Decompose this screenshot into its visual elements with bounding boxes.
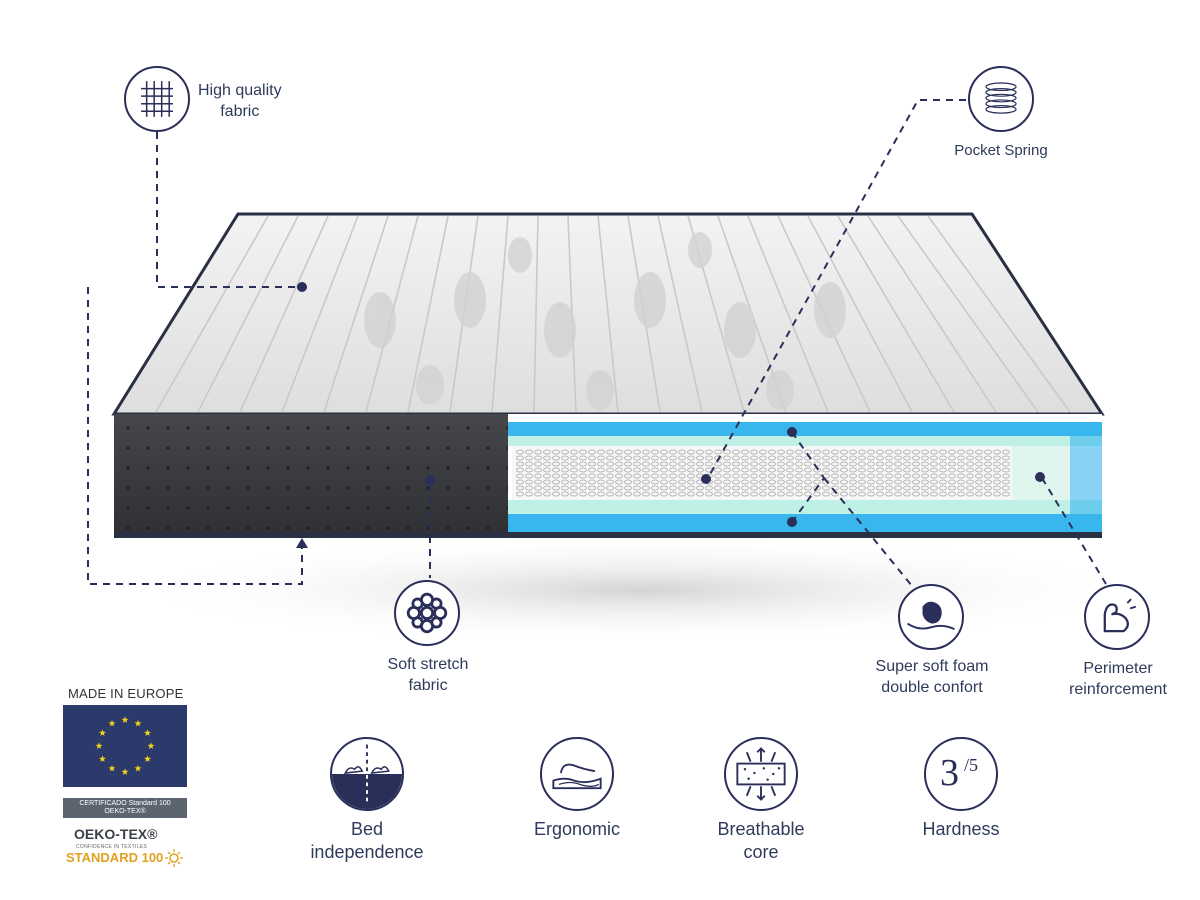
pocket-springs — [516, 449, 1010, 497]
eu-star-icon — [95, 742, 103, 749]
made-in-europe-label: MADE IN EUROPE — [68, 686, 184, 701]
label-pocket-spring: Pocket Spring — [954, 142, 1048, 159]
connector-lines — [87, 99, 1107, 587]
hand-press-icon — [898, 584, 964, 650]
ergonomic-icon — [540, 737, 614, 811]
eu-star-icon — [134, 719, 142, 727]
feature-hardness: Hardness — [922, 819, 1000, 839]
label-high-quality-fabric: High quality fabric — [198, 82, 282, 120]
eu-star-icon — [144, 729, 151, 736]
oeko-tex-logo: OEKO-TEX® — [74, 826, 158, 842]
label-super-soft-foam: Super soft foam double confort — [875, 658, 989, 696]
fabric-weave-icon — [124, 66, 190, 132]
eu-star-icon — [121, 716, 129, 723]
feature-breathable-core: Breathable core — [717, 819, 805, 862]
feature-ergonomic: Ergonomic — [533, 819, 621, 839]
sun-icon — [164, 848, 184, 868]
bed-independence-icon — [330, 737, 404, 811]
feature-bed-independence: Bed independence — [310, 819, 424, 862]
hardness-scale: /5 — [964, 755, 979, 775]
oeko-standard-text: STANDARD 100 — [66, 850, 164, 865]
eu-flag — [63, 705, 187, 787]
oeko-confidence-text: CONFIDENCE IN TEXTILES — [76, 844, 147, 850]
eu-star-icon — [147, 742, 155, 749]
eu-star-icon — [99, 755, 106, 762]
arrow-up-icon — [296, 538, 308, 548]
coil-spring-icon — [968, 66, 1034, 132]
damask-pattern — [364, 232, 846, 410]
mattress-shadow — [120, 535, 1160, 645]
label-soft-stretch-fabric: Soft stretch fabric — [387, 656, 469, 694]
breathable-core-icon — [724, 737, 798, 811]
muscle-arm-icon — [1084, 584, 1150, 650]
certificado-bar: CERTIFICADO Standard 100 OEKO-TEX® — [63, 798, 187, 818]
eu-star-icon — [144, 755, 151, 762]
eu-star-icon — [121, 768, 129, 775]
anchor-dots — [297, 282, 1045, 527]
eu-star-icon — [108, 719, 116, 727]
eu-star-icon — [134, 764, 142, 772]
eu-star-icon — [108, 764, 116, 772]
hardness-value: 3 — [940, 752, 959, 794]
label-perimeter-reinforcement: Perimeter reinforcement — [1069, 660, 1167, 698]
eu-star-icon — [99, 729, 106, 736]
hardness-badge: 3 /5 — [924, 737, 998, 811]
stretch-fabric-icon — [394, 580, 460, 646]
